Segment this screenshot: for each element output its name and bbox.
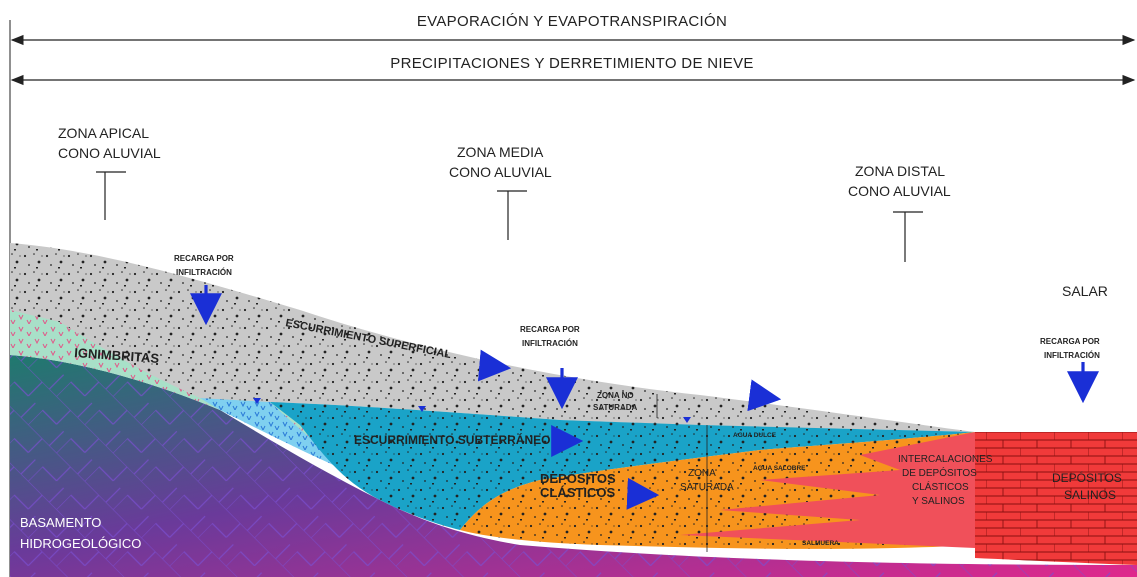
recharge-2-label-2: INFILTRACIÓN [522,339,578,348]
recharge-1-label-2: INFILTRACIÓN [176,268,232,277]
flow-arrows [190,285,1099,510]
zone-media-label-1: ZONA MEDIA [457,144,544,160]
salt-deposits-label-2: SALINOS [1064,488,1116,502]
recharge-1-label-1: RECARGA POR [174,254,234,263]
basement-label-1: BASAMENTO [20,515,101,530]
saturated-zone-label-2: SATURADA [680,482,734,493]
salt-bricks [975,432,1137,565]
salt-deposits-label-1: DEPÓSITOS [1052,470,1122,485]
alluvium-dots [10,243,975,432]
zone-apical-label-2: CONO ALUVIAL [58,145,161,161]
ignimbrite-label: IGNIMBRITAS [74,345,160,366]
clastic-flow-arrow [626,477,660,510]
surface-flow-arrow-1 [477,349,512,382]
recharge-3-label-1: RECARGA POR [1040,337,1100,346]
ignimbrite-saturated-pattern [200,398,345,470]
unsaturated-zone-label-2: SATURADA [593,403,638,412]
brine-wedge [680,432,975,548]
zone-distal-marker [893,211,923,262]
brine-label: SALMUERA [802,540,839,547]
clastic-deposits-label-2: CLÁSTICOS [540,485,615,500]
zone-media-label-2: CONO ALUVIAL [449,164,552,180]
salar-label: SALAR [1062,283,1108,299]
interbedded-label-1: INTERCALACIONES [898,454,993,465]
zone-media-marker [497,190,527,240]
ignimbrite-pattern [10,310,345,470]
aquifer-saline-dots [460,432,975,549]
recharge-2-label-1: RECARGA POR [520,325,580,334]
fresh-water-label: AGUA DULCE [733,432,777,439]
unsaturated-zone-label-1: ZONA NO [597,391,634,400]
precipitation-label: PRECIPITACIONES Y DERRETIMIENTO DE NIEVE [390,55,753,72]
brackish-water-label: AGUA SALOBRE [753,465,806,472]
evaporation-label: EVAPORACIÓN Y EVAPOTRANSPIRACIÓN [417,13,727,30]
zone-distal-label-2: CONO ALUVIAL [848,183,951,199]
basement-hatch [10,355,1137,577]
saturated-zone-label-1: ZONA [688,468,716,479]
clastic-deposits-label-1: DEPÓSITOS [540,471,616,486]
interbedded-label-3: CLÁSTICOS [912,480,969,493]
interbedded-label-4: Y SALINOS [912,496,965,507]
zone-apical-marker [96,171,126,220]
interbedded-label-2: DE DEPÓSITOS [902,466,977,479]
water-table-markers [253,398,691,423]
zone-distal-label-1: ZONA DISTAL [855,163,945,179]
groundwater-flow-label: ESCURRIMIENTO SUBTERRÁNEO [354,432,550,447]
surface-flow-arrow-2 [747,379,782,412]
zone-apical-label-1: ZONA APICAL [58,125,149,141]
aquifer-fresh-dots [270,402,975,530]
basement-label-2: HIDROGEOLÓGICO [20,536,141,551]
recharge-3-label-2: INFILTRACIÓN [1044,351,1100,360]
